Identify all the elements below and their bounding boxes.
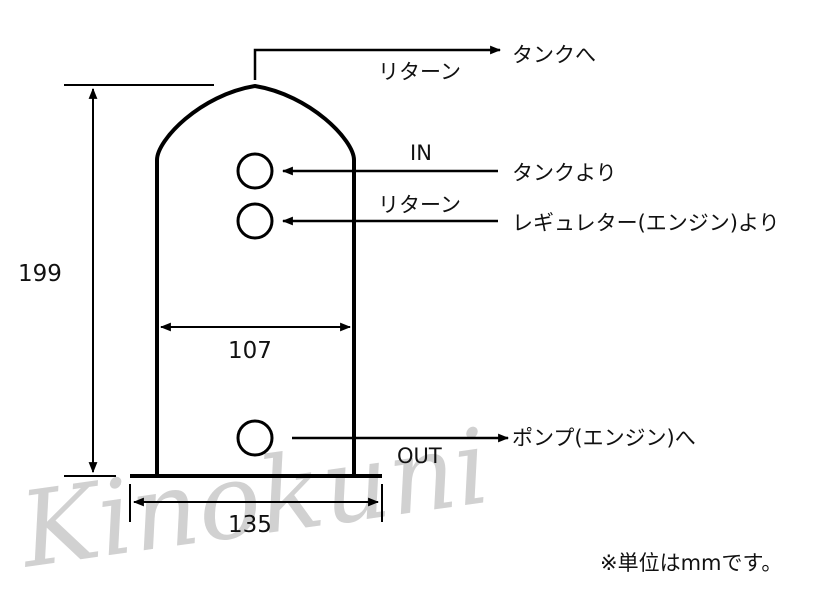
port-out-circle [236,419,274,457]
in-label: IN [410,141,432,165]
in-source: タンクより [512,161,617,185]
port-return-circle [236,202,274,240]
tank-outline [155,83,356,476]
out-destination: ポンプ(エンジン)へ [512,426,696,450]
unit-note: ※単位はmmです。 [600,551,782,575]
inner-width-value: 107 [228,338,272,364]
base-width-value: 135 [228,512,272,538]
return-top-arrow [253,45,502,80]
height-dimension-value: 199 [18,261,62,287]
return-top-label: リターン [378,60,461,84]
return-top-destination: タンクへ [512,43,596,67]
port-in-circle [236,152,274,190]
return-label: リターン [378,193,461,217]
return-source: レギュレター(エンジン)より [512,211,780,235]
out-label: OUT [397,444,442,468]
